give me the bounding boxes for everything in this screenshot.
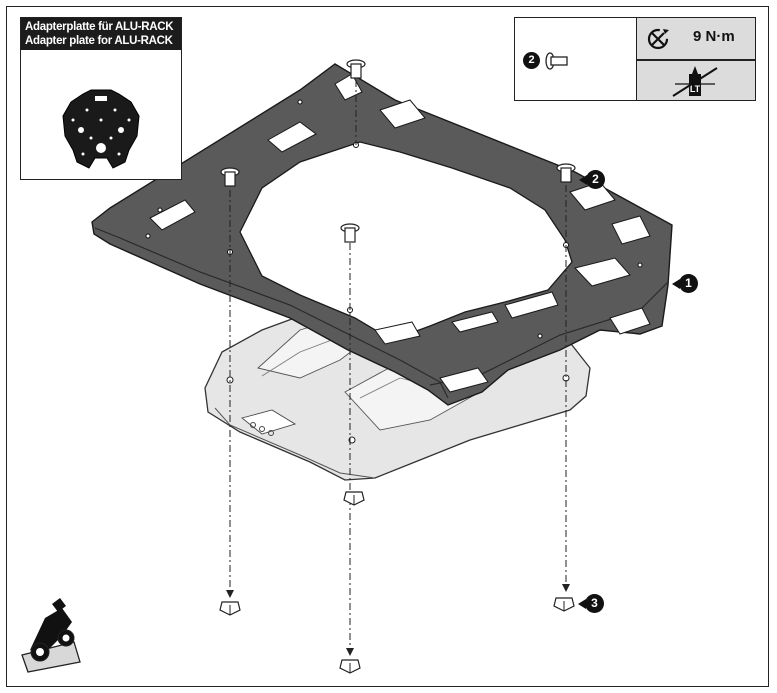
fastener-spec-box: 2 9 N·m LT <box>514 17 756 101</box>
nut <box>339 659 361 674</box>
adapter-plate-inset: Adapterplatte für ALU-RACK Adapter plate… <box>20 17 182 180</box>
screw <box>220 167 240 187</box>
assembly-lines <box>229 80 567 650</box>
spec-divider <box>637 59 755 61</box>
callout-plate: 1 <box>679 274 698 293</box>
torque-value: 9 N·m <box>693 28 735 45</box>
screw-part-badge: 2 <box>523 52 540 69</box>
nut <box>343 491 365 506</box>
adapter-plate-thumbnail <box>62 89 140 169</box>
callout-pointer <box>672 279 680 289</box>
screw-icon <box>545 52 568 70</box>
assembly-arrowheads <box>226 584 570 656</box>
inset-title-de: Adapterplatte für ALU-RACK <box>25 21 174 33</box>
motorcycle-icon <box>21 598 81 673</box>
torque-panel: 9 N·m LT <box>636 18 755 100</box>
inset-title-en: Adapter plate for ALU-RACK <box>25 35 173 47</box>
nut <box>553 597 575 612</box>
callout-pointer <box>579 175 587 185</box>
callout-nuts: 3 <box>585 594 604 613</box>
screw-reference: 2 <box>515 18 636 100</box>
inset-title: Adapterplatte für ALU-RACK Adapter plate… <box>21 18 181 50</box>
adapter-plate <box>91 63 673 406</box>
torque-wrench-icon <box>647 28 669 50</box>
callout-screws: 2 <box>586 170 605 189</box>
callout-pointer <box>578 599 586 609</box>
threadlock-label: LT <box>690 84 701 94</box>
screw <box>346 59 366 79</box>
screw <box>340 223 360 243</box>
nut <box>219 601 241 616</box>
screw <box>556 163 576 183</box>
no-threadlocker-icon: LT <box>672 66 718 97</box>
